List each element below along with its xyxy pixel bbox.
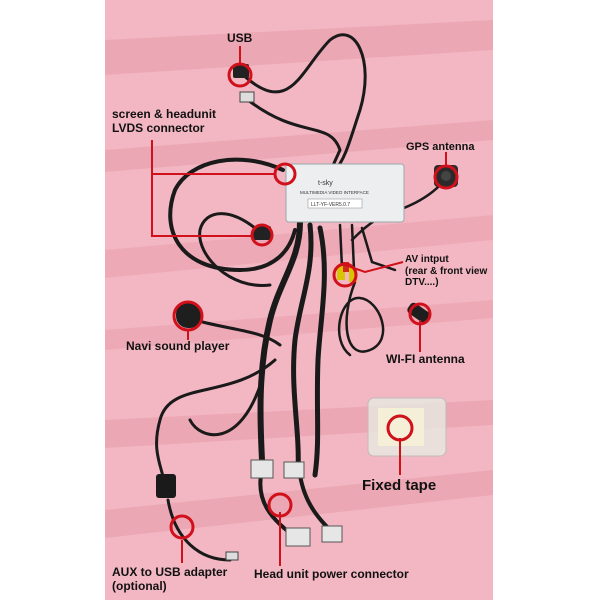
tape-label: Fixed tape [362, 477, 437, 494]
usb-label: USB [227, 31, 253, 45]
harness-main-2 [291, 222, 314, 473]
power-connectors [250, 459, 343, 547]
wifi-cable [337, 280, 385, 357]
navi-callout [172, 300, 204, 332]
aux-label: AUX to USB adapter (optional) [112, 565, 228, 594]
harness-main [257, 219, 303, 463]
tape-callout [386, 414, 414, 442]
av-label-line-2: (rear & front view [405, 265, 488, 277]
aux-cable [155, 358, 277, 492]
power-label: Head unit power connector [254, 567, 409, 581]
av-label-line-1: AV intput [405, 254, 449, 265]
lvds-callout-top [273, 162, 297, 186]
usb-cable [238, 33, 367, 172]
connectors [156, 64, 458, 561]
usb-plug-aux [225, 551, 239, 561]
fixed-tape-pack [367, 397, 447, 457]
usb-callout [227, 62, 253, 88]
harness-main-3 [312, 225, 327, 478]
lvds-callout-line [151, 140, 275, 237]
lvds-label: screen & headunit LVDS connector [112, 107, 217, 136]
lvds-cable-2 [198, 212, 272, 287]
navi-sound-player [176, 302, 202, 328]
wifi-label: WI-FI antenna [386, 352, 465, 366]
lvds-callout-bottom [250, 223, 274, 247]
av-cable [338, 223, 397, 272]
power-callout [267, 492, 293, 518]
lvds-label-line-1: screen & headunit [112, 107, 217, 121]
aux-label-line-1: AUX to USB adapter [112, 565, 228, 579]
aux-callout [169, 514, 195, 540]
interface-module: t-sky MULTIMEDIA VIDEO INTERFACE LLT-YF-… [285, 163, 405, 223]
lvds-plug [253, 226, 271, 240]
usb-connector [233, 64, 249, 78]
lvds-label-line-2: LVDS connector [112, 120, 205, 135]
wifi-callout [408, 302, 432, 326]
aux-adapter [156, 474, 176, 498]
aux-loop [188, 378, 264, 437]
callout-circles [169, 62, 459, 540]
module-model: LLT-YF-VER5.0.7 [311, 202, 350, 208]
lvds-cable [168, 157, 297, 273]
gps-label: GPS antenna [406, 141, 475, 153]
module-brand: t-sky [318, 180, 333, 187]
aux-label-line-2: (optional) [112, 578, 167, 593]
navi-cable [193, 318, 282, 347]
aux-cable-2 [166, 498, 232, 562]
usb-cable-2 [246, 98, 342, 174]
gps-callout [433, 164, 459, 190]
av-label-line-3: DTV....) [405, 277, 439, 288]
av-label: AV intput (rear & front view DTV....) [405, 254, 487, 289]
usb-connector-2 [239, 91, 255, 103]
navi-label: Navi sound player [126, 339, 230, 353]
module-subtitle: MULTIMEDIA VIDEO INTERFACE [300, 190, 369, 195]
av-rca-plugs [337, 262, 357, 282]
av-callout [332, 262, 358, 288]
